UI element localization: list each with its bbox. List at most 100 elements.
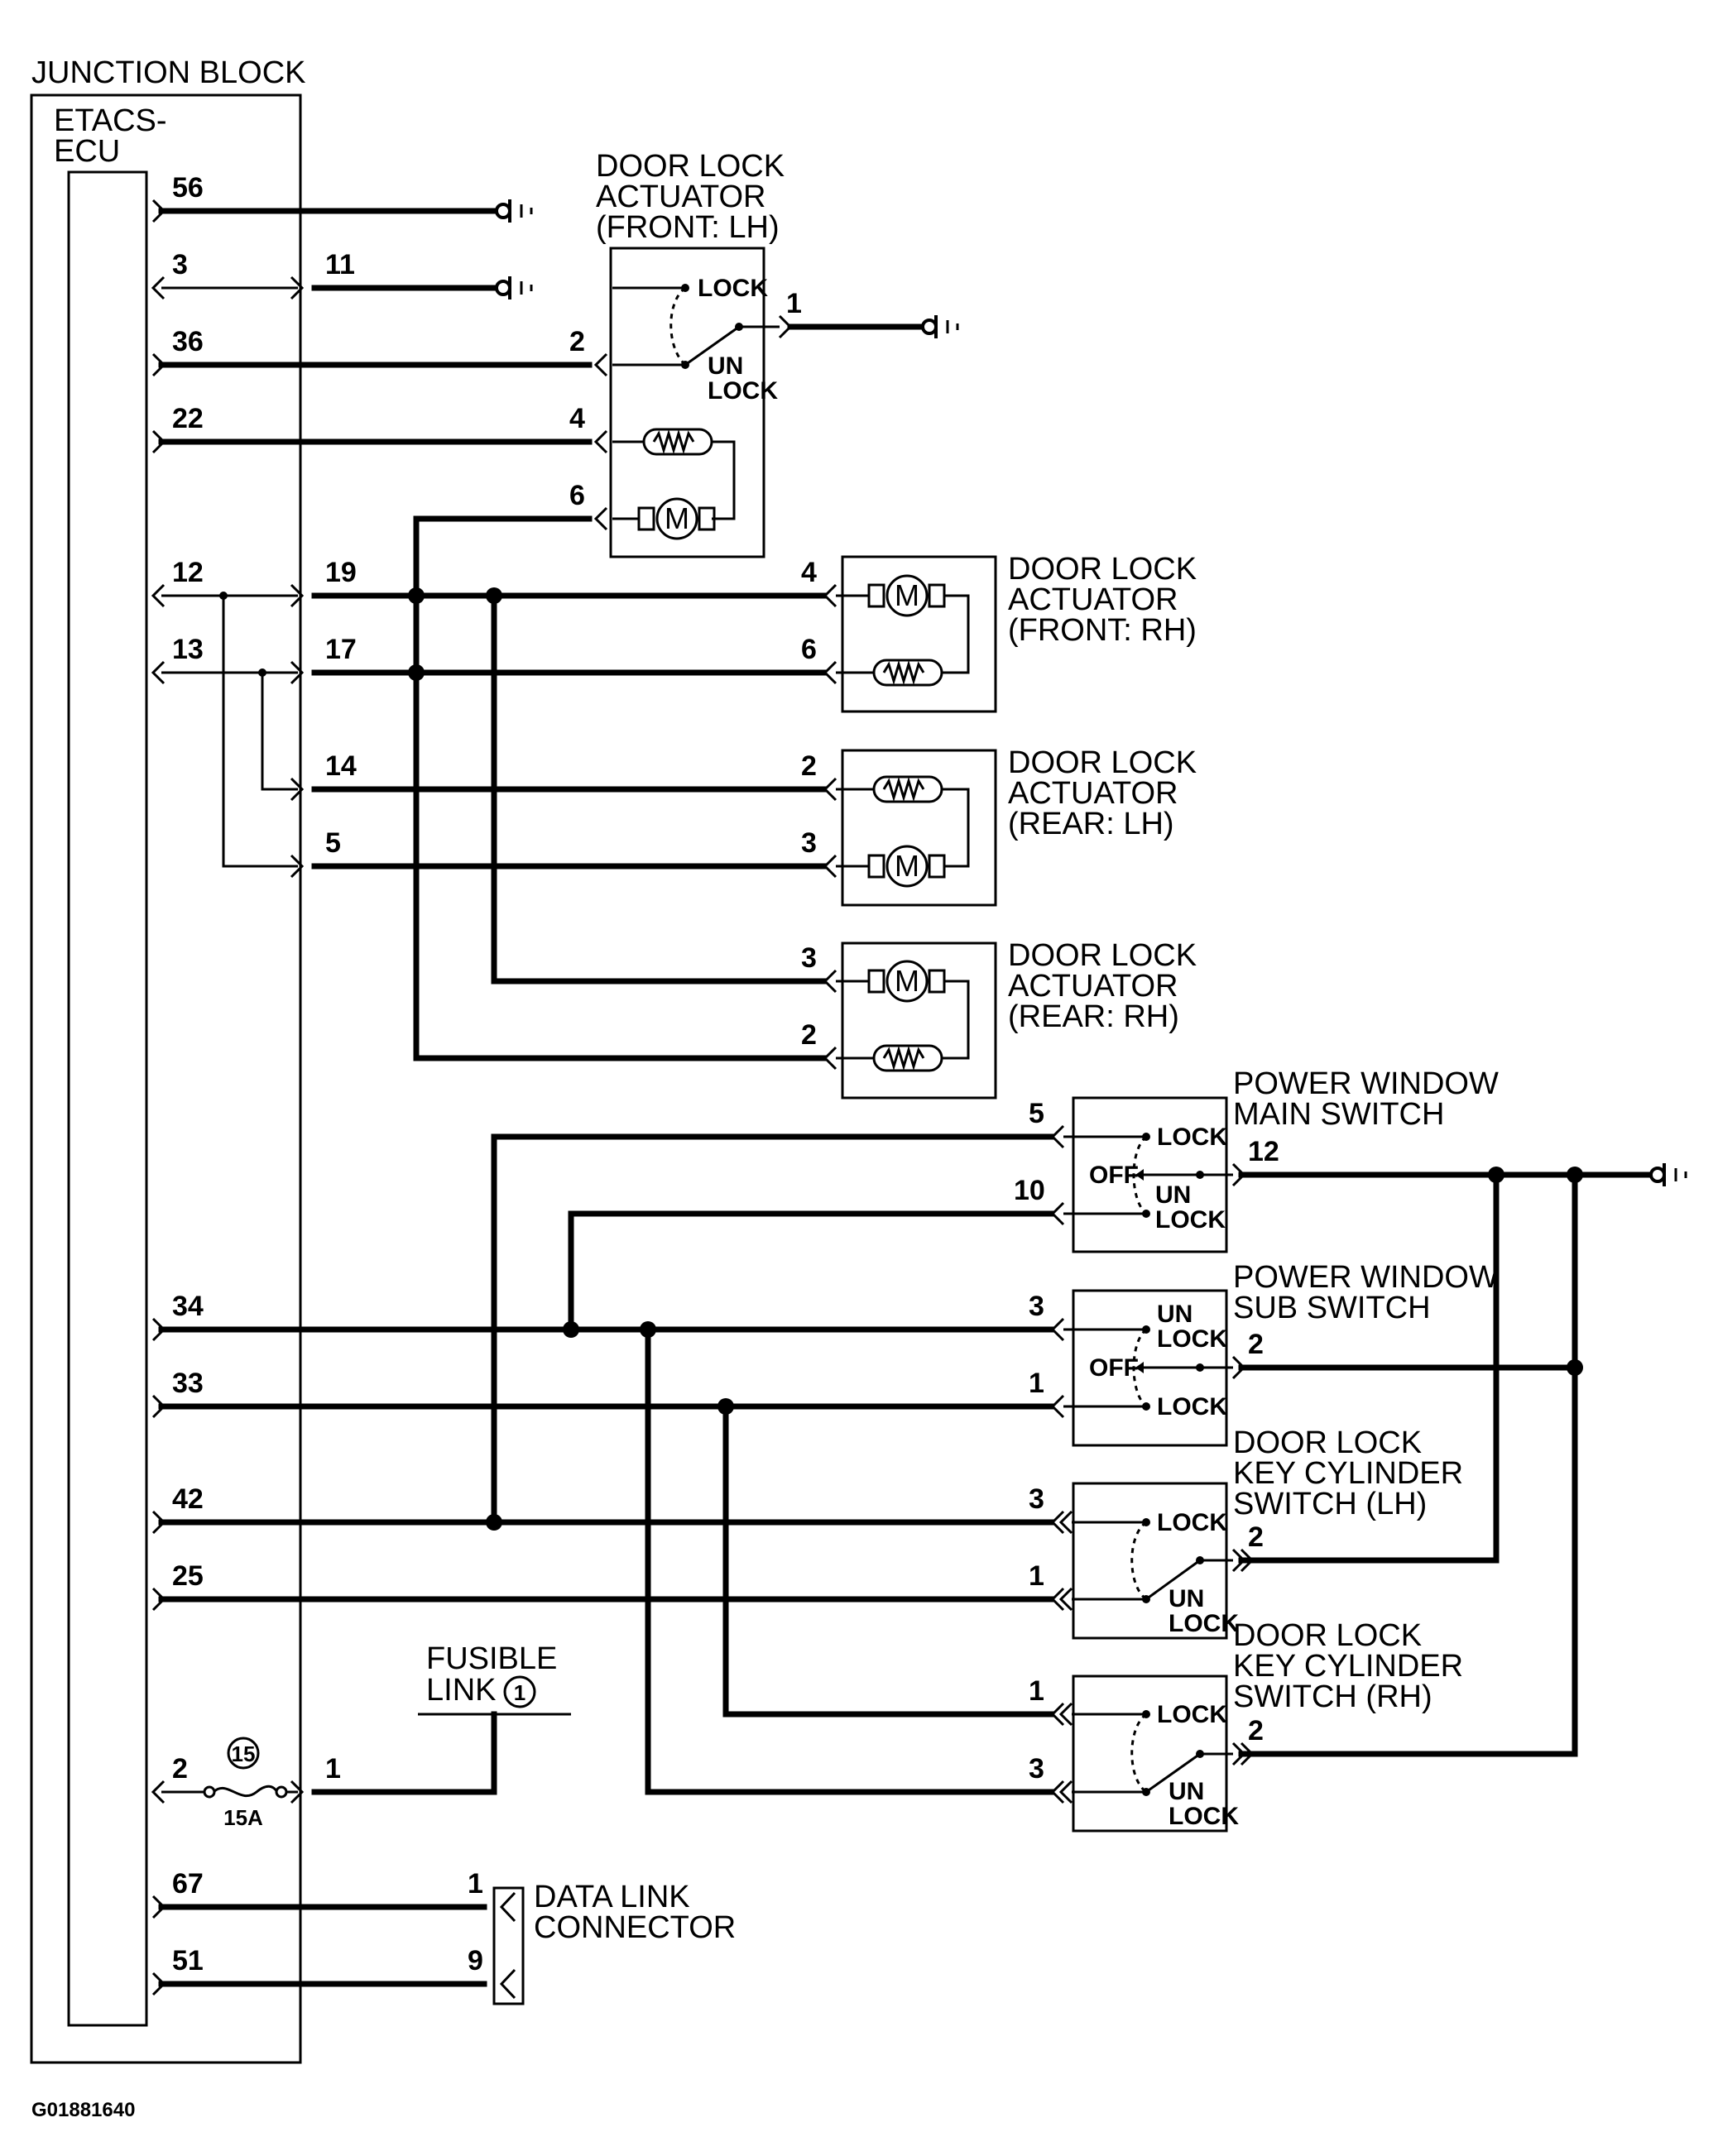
component-label: FUSIBLE — [426, 1641, 557, 1676]
svg-text:M: M — [665, 501, 689, 535]
component-label: (FRONT: LH) — [596, 210, 780, 245]
component-label: SWITCH (LH) — [1233, 1487, 1427, 1521]
unlock-position-label: UN — [1169, 1585, 1204, 1612]
connector-marks — [151, 199, 1255, 2000]
svg-text:M: M — [895, 849, 919, 883]
pin-label: 19 — [325, 557, 357, 588]
power-window-sub-switch: POWER WINDOW SUB SWITCH UN LOCK OFF LOCK… — [1029, 1260, 1499, 1447]
unlock-position-label: UN — [708, 352, 743, 380]
door-lock-key-cylinder-switch-rh: DOOR LOCK KEY CYLINDER SWITCH (RH) LOCK … — [1029, 1618, 1463, 1833]
component-label: KEY CYLINDER — [1233, 1649, 1463, 1684]
pin-label: 6 — [801, 634, 817, 665]
pin-label: 12 — [172, 557, 204, 588]
door-lock-key-cylinder-switch-lh: DOOR LOCK KEY CYLINDER SWITCH (LH) LOCK … — [1029, 1425, 1463, 1640]
component-label: DOOR LOCK — [1008, 938, 1197, 973]
component-label: DOOR LOCK — [1233, 1618, 1422, 1653]
pin-label: 2 — [1248, 1329, 1264, 1360]
component-label: CONNECTOR — [534, 1910, 736, 1945]
ground-symbol — [1649, 1163, 1687, 1186]
jb-pin-numbers: 11 19 17 14 5 1 15 15A — [223, 249, 357, 1830]
component-label: ACTUATOR — [1008, 776, 1178, 811]
pin-label: 11 — [325, 249, 355, 280]
pin-label: 36 — [172, 326, 204, 357]
pin-label: 67 — [172, 1868, 204, 1900]
pin-label: 13 — [172, 634, 204, 665]
pin-label: 6 — [569, 480, 585, 511]
ground-symbol — [921, 315, 959, 338]
pin-label: 2 — [1248, 1715, 1264, 1746]
svg-text:M: M — [895, 964, 919, 998]
pin-label: 34 — [172, 1291, 204, 1322]
unlock-position-label: UN — [1169, 1778, 1204, 1805]
ecu-pin-numbers: 56 3 36 22 12 13 34 33 42 25 2 67 51 — [172, 172, 204, 1976]
unlock-position-label: LOCK — [1169, 1803, 1239, 1830]
component-label: DOOR LOCK — [1233, 1425, 1422, 1460]
pin-label: 1 — [1029, 1368, 1044, 1399]
pin-label: 17 — [325, 634, 357, 665]
pin-label: 33 — [172, 1368, 204, 1399]
component-label: ACTUATOR — [1008, 969, 1178, 1004]
off-position-label: OFF — [1089, 1162, 1139, 1189]
fuse-rating: 15A — [223, 1805, 263, 1830]
component-label: LINK — [426, 1673, 496, 1708]
fusible-link: FUSIBLE LINK 1 — [426, 1641, 557, 1708]
component-label: (REAR: RH) — [1008, 999, 1179, 1034]
lock-position-label: LOCK — [1157, 1701, 1227, 1728]
door-lock-actuator-rear-lh: M 2 3 DOOR LOCK ACTUATOR (REAR: LH) — [801, 745, 1197, 907]
power-window-main-switch: POWER WINDOW MAIN SWITCH LOCK OFF UN LOC… — [1014, 1066, 1499, 1253]
unlock-position-label: LOCK — [708, 377, 778, 405]
unlock-position-label: LOCK — [1169, 1610, 1239, 1637]
unlock-position-label: UN — [1157, 1301, 1193, 1328]
lock-position-label: LOCK — [1157, 1393, 1227, 1421]
pin-label: 2 — [1248, 1521, 1264, 1553]
component-label: DOOR LOCK — [1008, 745, 1197, 780]
junction-block: JUNCTION BLOCK ETACS- ECU — [30, 55, 305, 2064]
off-position-label: OFF — [1089, 1354, 1139, 1382]
pin-label: 4 — [801, 557, 817, 588]
wires-thick — [158, 208, 1654, 1987]
component-label: MAIN SWITCH — [1233, 1097, 1444, 1132]
wires-thin — [161, 286, 571, 1799]
pin-label: 1 — [325, 1753, 341, 1785]
unlock-position-label: LOCK — [1155, 1206, 1226, 1234]
ground-symbol — [495, 199, 533, 223]
door-lock-actuator-front-lh: DOOR LOCK ACTUATOR (FRONT: LH) LOCK UN L… — [569, 149, 802, 558]
pin-label: 14 — [325, 750, 357, 782]
unlock-position-label: LOCK — [1157, 1325, 1227, 1353]
fusible-link-number: 1 — [514, 1680, 525, 1705]
component-label: POWER WINDOW — [1233, 1066, 1499, 1101]
pin-label: 5 — [1029, 1098, 1044, 1129]
pin-label: 3 — [1029, 1483, 1044, 1515]
component-label: SUB SWITCH — [1233, 1291, 1431, 1325]
pin-label: 2 — [172, 1753, 188, 1785]
pin-label: 5 — [325, 827, 341, 859]
component-label: KEY CYLINDER — [1233, 1456, 1463, 1491]
component-label: DOOR LOCK — [1008, 552, 1197, 587]
component-label: (REAR: LH) — [1008, 807, 1174, 841]
ecu-label-line2: ECU — [54, 134, 120, 169]
pin-label: 10 — [1014, 1175, 1045, 1206]
pin-label: 42 — [172, 1483, 204, 1515]
junction-block-title: JUNCTION BLOCK — [31, 55, 305, 90]
component-label: ACTUATOR — [596, 180, 766, 214]
pin-label: 4 — [569, 403, 585, 434]
component-label: SWITCH (RH) — [1233, 1679, 1432, 1714]
component-label: DATA LINK — [534, 1880, 690, 1914]
component-label: DOOR LOCK — [596, 149, 785, 184]
pin-label: 51 — [172, 1945, 204, 1976]
unlock-position-label: UN — [1155, 1181, 1191, 1209]
pin-label: 1 — [468, 1868, 483, 1900]
pin-label: 3 — [172, 249, 188, 280]
pin-label: 2 — [801, 1019, 817, 1051]
pin-label: 25 — [172, 1560, 204, 1592]
component-label: (FRONT: RH) — [1008, 613, 1197, 648]
pin-label: 9 — [468, 1945, 483, 1976]
pin-label: 3 — [1029, 1291, 1044, 1322]
lock-position-label: LOCK — [1157, 1509, 1227, 1536]
pin-label: 12 — [1248, 1136, 1279, 1167]
pin-label: 56 — [172, 172, 204, 204]
door-lock-actuator-front-rh: M 4 6 DOOR LOCK ACTUATOR (FRONT: RH) — [801, 552, 1197, 713]
pin-label: 2 — [801, 750, 817, 782]
door-lock-actuator-rear-rh: M 3 2 DOOR LOCK ACTUATOR (REAR: RH) — [801, 938, 1197, 1100]
